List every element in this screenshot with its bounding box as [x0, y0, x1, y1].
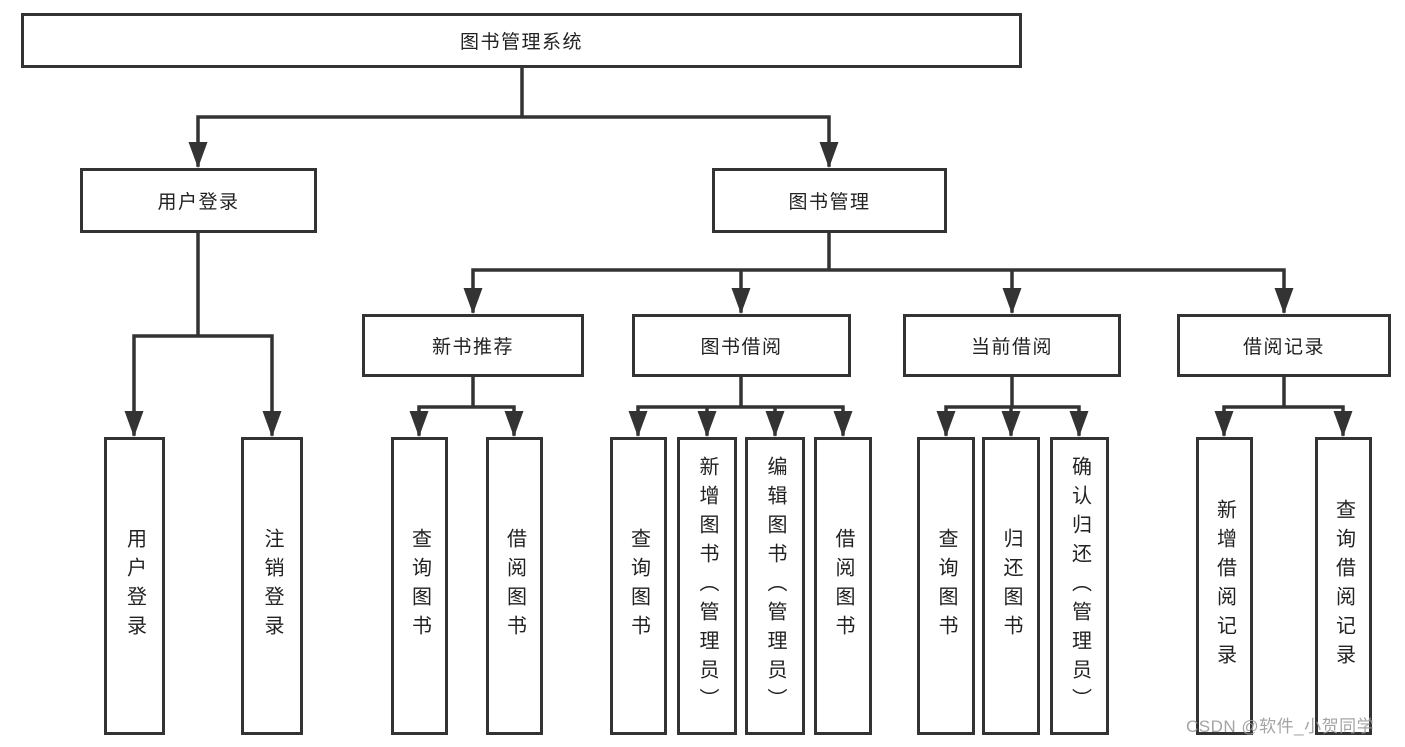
arrowhead-icon [819, 142, 839, 168]
node-leaf-user-login: 用户登录 [104, 437, 165, 735]
connector-line [132, 231, 274, 436]
node-user-login-module: 用户登录 [80, 168, 317, 233]
node-label: 新增图书（管理员） [696, 455, 718, 717]
node-label: 用户登录 [123, 528, 146, 644]
arrowhead-icon [1333, 411, 1353, 437]
arrowhead-icon [731, 288, 751, 314]
connector-line [471, 231, 1286, 313]
connector-line [1222, 375, 1345, 436]
node-label: 借阅记录 [1242, 337, 1325, 358]
node-label: 查询借阅记录 [1332, 499, 1355, 673]
arrowhead-icon [188, 142, 208, 168]
node-label: 图书管理系统 [459, 32, 583, 53]
node-label: 图书借阅 [700, 337, 783, 358]
node-leaf-cb-query: 查询图书 [917, 437, 975, 735]
connector-line [636, 375, 845, 436]
node-label: 借阅图书 [503, 528, 526, 644]
node-leaf-br-query: 查询借阅记录 [1315, 437, 1372, 735]
node-label: 新书推荐 [431, 337, 514, 358]
node-label: 编辑图书（管理员） [764, 455, 786, 717]
node-label: 新增借阅记录 [1213, 499, 1236, 673]
node-leaf-cb-confirm: 确认归还（管理员） [1050, 437, 1109, 735]
node-label: 归还图书 [1000, 528, 1022, 644]
arrowhead-icon [409, 411, 429, 437]
node-borrowing-records: 借阅记录 [1177, 314, 1391, 377]
node-leaf-bb-query: 查询图书 [610, 437, 667, 735]
arrowhead-icon [1274, 288, 1294, 314]
arrowhead-icon [1002, 288, 1022, 314]
arrowhead-icon [765, 411, 785, 437]
node-leaf-bb-edit: 编辑图书（管理员） [745, 437, 805, 735]
node-book-borrowing: 图书借阅 [632, 314, 851, 377]
node-new-book-recommend: 新书推荐 [362, 314, 584, 377]
node-label: 当前借阅 [970, 337, 1053, 358]
connector-line [196, 66, 831, 167]
node-label: 查询图书 [408, 528, 431, 644]
arrowhead-icon [1001, 411, 1021, 437]
node-label: 查询图书 [627, 528, 650, 644]
node-label: 图书管理 [788, 192, 871, 213]
node-leaf-nb-borrow: 借阅图书 [486, 437, 543, 735]
node-leaf-br-add: 新增借阅记录 [1196, 437, 1253, 735]
node-leaf-nb-query: 查询图书 [391, 437, 448, 735]
arrowhead-icon [697, 411, 717, 437]
arrowhead-icon [1214, 411, 1234, 437]
node-label: 借阅图书 [832, 528, 854, 644]
node-label: 注销登录 [261, 528, 283, 644]
node-root: 图书管理系统 [21, 13, 1022, 68]
node-book-management: 图书管理 [712, 168, 947, 233]
node-leaf-bb-add: 新增图书（管理员） [677, 437, 737, 735]
arrowhead-icon [124, 411, 144, 437]
node-current-borrowing: 当前借阅 [903, 314, 1121, 377]
arrowhead-icon [262, 411, 282, 437]
node-leaf-cb-return: 归还图书 [982, 437, 1040, 735]
node-leaf-bb-borrow: 借阅图书 [814, 437, 872, 735]
node-label: 查询图书 [935, 528, 957, 644]
node-label: 用户登录 [157, 192, 240, 213]
node-label: 确认归还（管理员） [1068, 455, 1091, 717]
connector-line [417, 375, 516, 436]
arrowhead-icon [463, 288, 483, 314]
arrowhead-icon [833, 411, 853, 437]
arrowhead-icon [1069, 411, 1089, 437]
arrowhead-icon [936, 411, 956, 437]
csdn-watermark: CSDN @软件_小贺同学 [1186, 717, 1375, 736]
node-leaf-logout: 注销登录 [241, 437, 303, 735]
arrowhead-icon [628, 411, 648, 437]
arrowhead-icon [504, 411, 524, 437]
